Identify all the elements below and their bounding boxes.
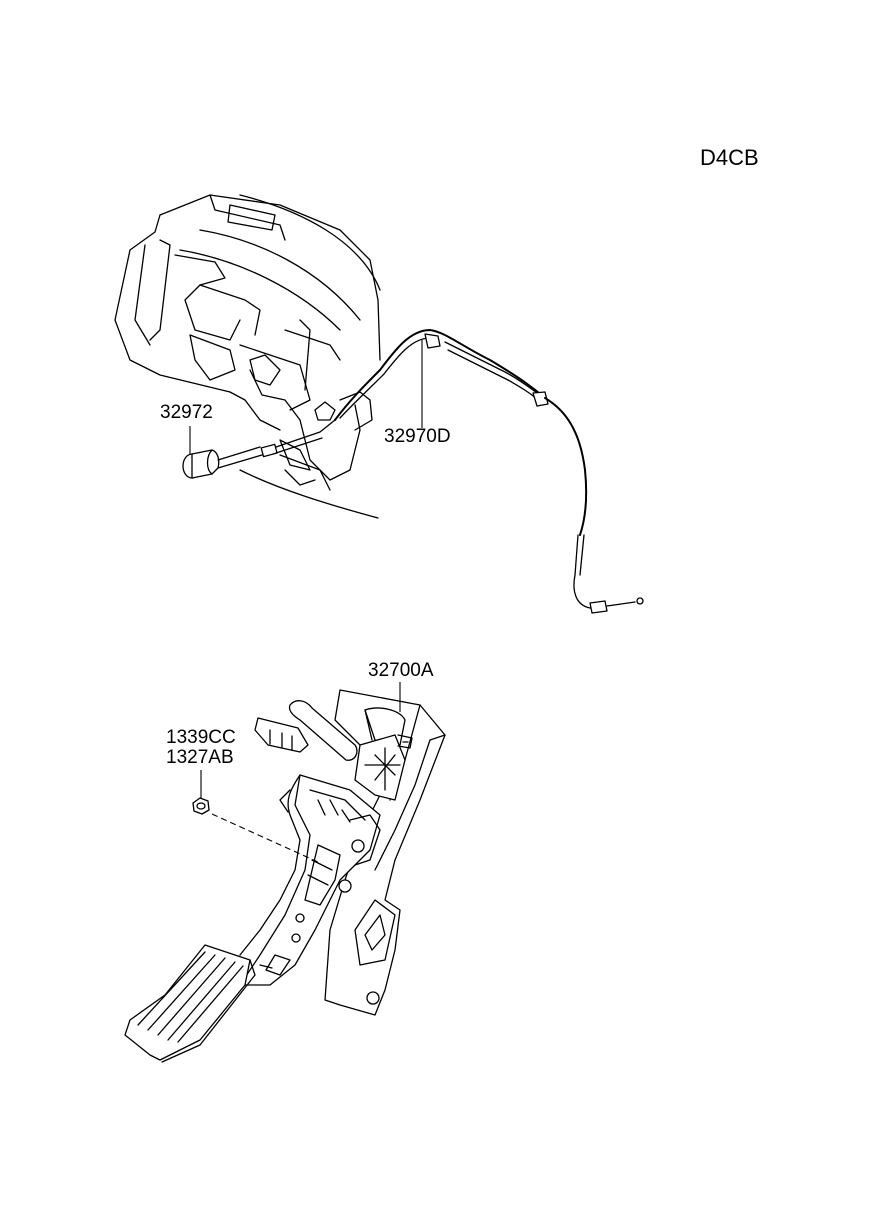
part-label-32700A: 32700A: [368, 660, 434, 681]
hood-release-cable-illustration: [334, 329, 644, 614]
part-label-1327AB: 1327AB: [166, 747, 234, 768]
part-label-32970D: 32970D: [384, 426, 451, 447]
accelerator-pedal-illustration: [124, 689, 446, 1063]
leader-lines: [189, 340, 423, 798]
dashboard-illustration: [114, 194, 381, 519]
engine-code-label: D4CB: [700, 145, 759, 170]
hood-release-knob-illustration: [182, 419, 336, 479]
part-label-1339CC: 1339CC: [166, 727, 236, 748]
part-label-32972: 32972: [160, 402, 213, 423]
fastener-illustration: [192, 797, 319, 863]
